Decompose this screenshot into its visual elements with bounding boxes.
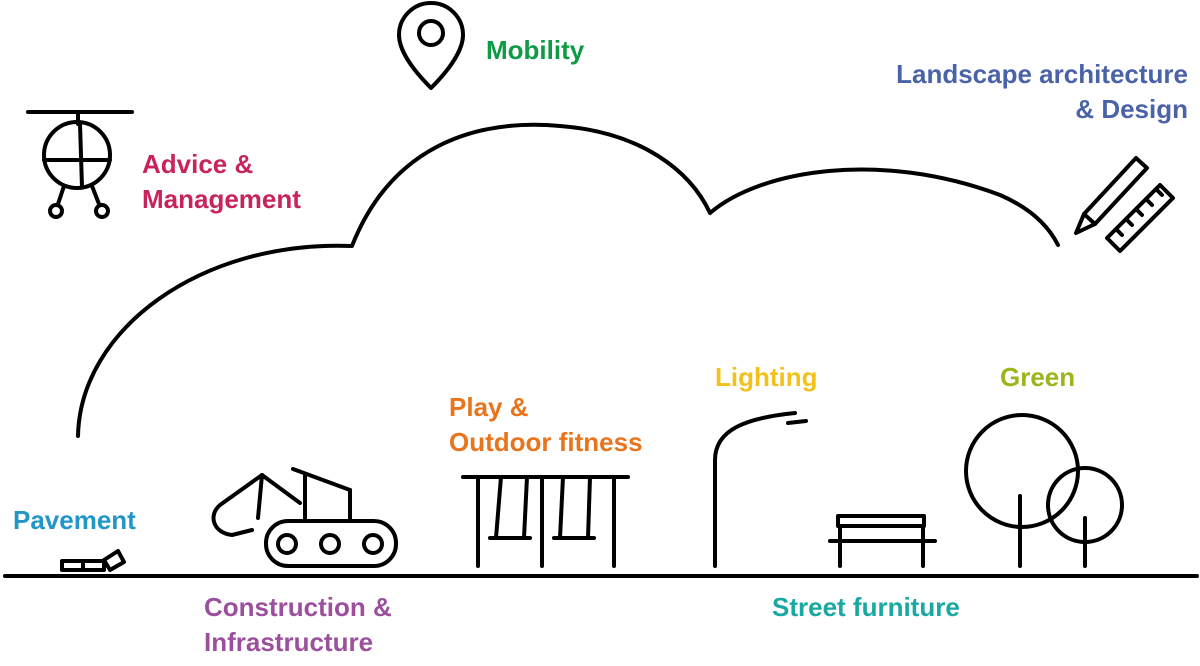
label-construction-line2: Infrastructure	[204, 627, 374, 657]
helicopter-icon	[26, 110, 134, 219]
label-mobility-text: Mobility	[486, 35, 585, 65]
label-landscape-line1: Landscape architecture	[896, 59, 1188, 89]
label-advice-line1: Advice &	[142, 149, 254, 179]
label-street-furniture-text: Street furniture	[772, 592, 960, 622]
trees-icon	[964, 413, 1124, 568]
label-construction-line1: Construction &	[204, 592, 392, 622]
label-mobility: Mobility	[486, 33, 584, 68]
label-play-line2: Outdoor fitness	[449, 427, 643, 457]
label-landscape: Landscape architecture & Design	[896, 57, 1188, 127]
label-pavement: Pavement	[13, 503, 136, 538]
label-play: Play & Outdoor fitness	[449, 390, 643, 460]
pencil-ruler-icon	[1074, 156, 1175, 253]
label-green: Green	[1000, 360, 1075, 395]
label-street-furniture: Street furniture	[772, 590, 960, 625]
cloud-outline	[76, 122, 1060, 438]
label-lighting-text: Lighting	[715, 362, 818, 392]
location-pin-icon	[397, 1, 465, 90]
label-advice-line2: Management	[142, 184, 301, 214]
label-green-text: Green	[1000, 362, 1076, 392]
label-advice: Advice & Management	[142, 147, 301, 217]
swing-icon	[461, 475, 630, 568]
street-lamp-icon	[713, 411, 808, 568]
label-play-line1: Play &	[449, 392, 529, 422]
label-construction: Construction & Infrastructure	[204, 590, 392, 660]
paving-icon	[60, 549, 126, 572]
bench-icon	[828, 514, 937, 568]
label-pavement-text: Pavement	[13, 505, 136, 535]
label-lighting: Lighting	[715, 360, 818, 395]
excavator-icon	[211, 467, 398, 568]
label-landscape-line2: & Design	[1075, 94, 1188, 124]
